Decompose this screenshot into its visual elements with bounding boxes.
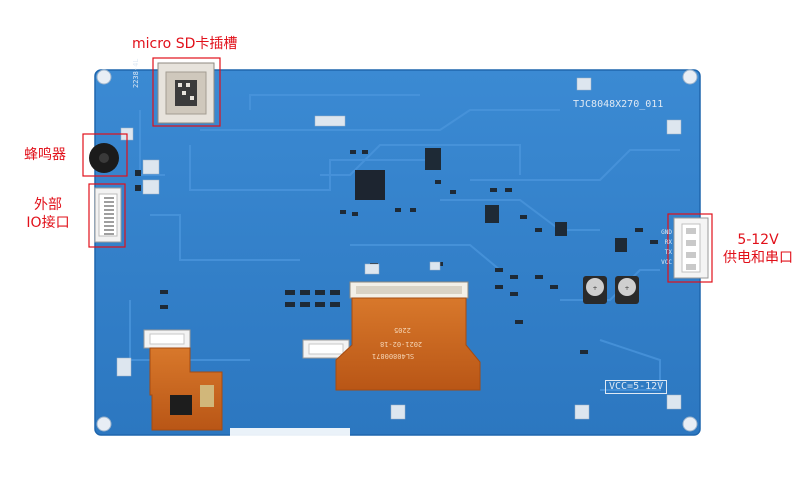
- mounting-hole-bottom-right: [682, 416, 698, 432]
- capacitor-right: +: [615, 276, 639, 304]
- fpc-ribbon: [335, 297, 481, 391]
- test-pads: [116, 77, 682, 420]
- silk-fpc-code: SL40800871: [372, 352, 415, 360]
- callout-power-label-line1: 5-12V: [737, 232, 779, 248]
- svg-text:+: +: [624, 285, 629, 292]
- small-connector-center: [302, 339, 350, 359]
- buzzer: [89, 143, 119, 173]
- mounting-hole-top-right: [682, 69, 698, 85]
- callout-power-label-line2: 供电和串口: [723, 250, 793, 266]
- callout-box-power: [667, 213, 713, 283]
- silk-voltage: VCC=5-12V: [605, 380, 668, 394]
- silk-fpc-date: 2021-02-18: [380, 340, 423, 348]
- io-pin: [104, 205, 114, 207]
- io-pin: [104, 201, 114, 203]
- silk-pin-vcc: VCC: [661, 259, 672, 266]
- mounting-hole-top-left: [96, 69, 112, 85]
- callout-io-label-line2: IO接口: [26, 215, 70, 231]
- io-connector-pins: [104, 197, 114, 235]
- silk-pin-gnd: GND: [661, 229, 672, 236]
- callout-box-io: [88, 183, 126, 248]
- callout-sd-label: micro SD卡插槽: [132, 36, 238, 52]
- micro-sd-slot: [157, 62, 215, 124]
- small-chip: [425, 148, 441, 170]
- silk-sd-code: 2238-4L: [132, 58, 140, 88]
- callout-box-buzzer: [82, 133, 128, 177]
- silk-model: TJC8048X270_011: [573, 99, 664, 110]
- silk-pin-rx: RX: [664, 239, 672, 246]
- io-pin: [104, 233, 114, 235]
- mounting-hole-bottom-left: [96, 416, 112, 432]
- io-pin: [104, 225, 114, 227]
- io-pin: [104, 197, 114, 199]
- power-uart-connector: [673, 217, 709, 279]
- silk-fpc-batch: 2205: [394, 326, 411, 334]
- io-pin: [104, 221, 114, 223]
- fpc-connector: [349, 281, 469, 299]
- small-connector-left: [143, 329, 191, 349]
- callout-buzzer-label: 蜂鸣器: [24, 147, 66, 163]
- svg-text:+: +: [592, 285, 597, 292]
- main-chip: [355, 170, 385, 200]
- callout-io-label-line1: 外部: [34, 197, 62, 213]
- io-pin: [104, 217, 114, 219]
- callout-box-sd: [152, 57, 221, 127]
- io-pin: [104, 213, 114, 215]
- touch-fpc: [149, 347, 223, 431]
- silk-pin-tx: TX: [664, 249, 672, 256]
- io-pin: [104, 229, 114, 231]
- capacitor-left: +: [583, 276, 607, 304]
- io-pin: [104, 209, 114, 211]
